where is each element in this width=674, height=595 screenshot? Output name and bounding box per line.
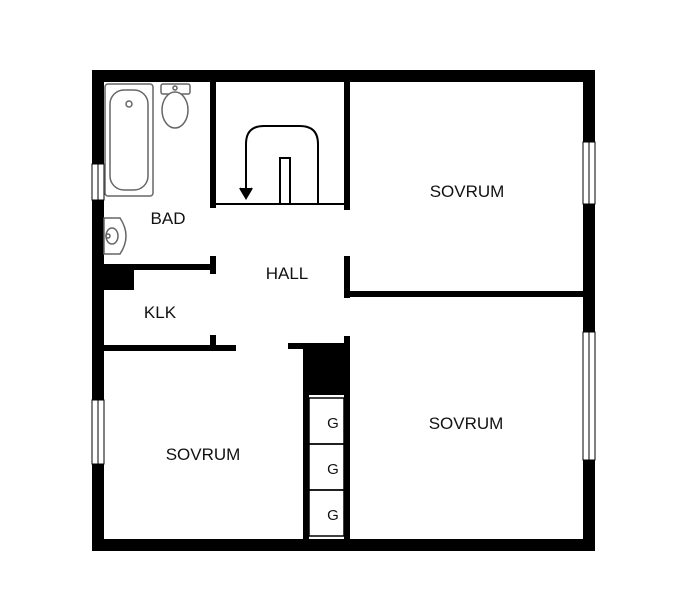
- window-icon: [91, 399, 105, 465]
- wardrobe-compartment: [308, 489, 345, 537]
- room-label-bad: BAD: [151, 209, 186, 228]
- window-icon: [582, 141, 596, 205]
- room-label-klk: KLK: [144, 303, 177, 322]
- room-label-sovrum-bottom-left: SOVRUM: [166, 445, 241, 464]
- bathtub-icon: [104, 83, 154, 197]
- window-icon: [582, 331, 596, 461]
- toilet-icon: [160, 83, 191, 129]
- stairs-icon: [239, 125, 319, 205]
- room-label-sovrum-top-right: SOVRUM: [430, 182, 505, 201]
- window-icon: [91, 163, 105, 201]
- interior-walls: [104, 82, 583, 539]
- wardrobe-label: G: [327, 415, 339, 432]
- wall-left: [92, 70, 104, 551]
- wardrobe: [308, 397, 345, 537]
- wall-bottom: [92, 539, 595, 551]
- wardrobe-label: G: [327, 507, 339, 524]
- room-label-sovrum-bottom-right: SOVRUM: [429, 414, 504, 433]
- wardrobe-label: G: [327, 461, 339, 478]
- wall-top: [92, 70, 595, 82]
- sink-icon: [103, 217, 127, 255]
- room-label-hall: HALL: [266, 264, 309, 283]
